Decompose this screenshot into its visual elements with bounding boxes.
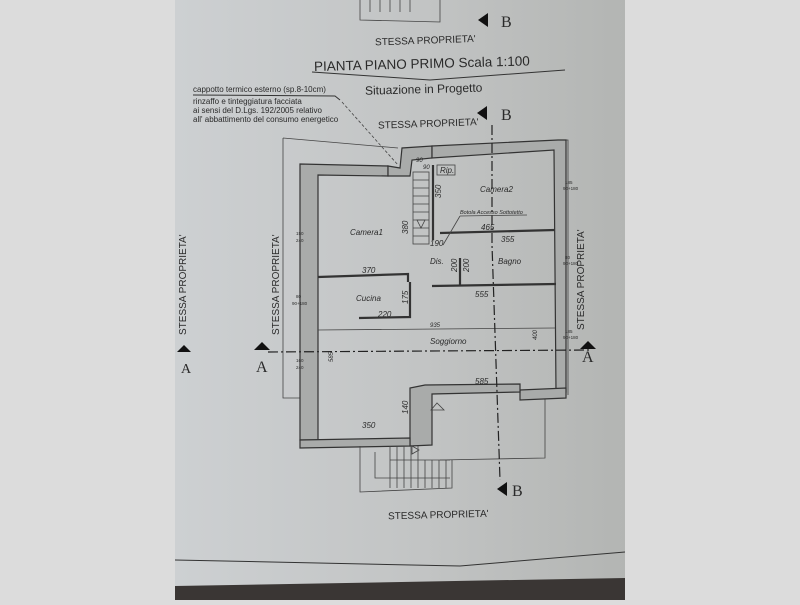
section-b-label-top: B — [501, 14, 512, 31]
window-label: 90+180 — [563, 186, 579, 191]
dimension-label: 355 — [501, 235, 515, 244]
note-line: cappotto termico esterno (sp.8-10cm) — [193, 85, 326, 94]
neighbor-label-west: STESSA PROPRIETA' — [271, 234, 282, 335]
room-label-bagno: Bagno — [498, 257, 522, 266]
section-a-label-left: A — [256, 359, 268, 376]
dimension-label: 90 — [423, 165, 430, 171]
dimension-label: 175 — [401, 290, 410, 304]
section-b-label-north: B — [501, 107, 512, 124]
window-label: 80 — [296, 294, 302, 299]
dimension-label: 380 — [401, 220, 410, 234]
floor-plan-drawing: STESSA PROPRIETA' B PIANTA PIANO PRIMO S… — [174, 0, 626, 600]
room-label-camera2: Camera2 — [480, 185, 513, 194]
paper-sheet — [175, 0, 625, 600]
dimension-label: 220 — [377, 310, 392, 319]
note-line: ai sensi del D.Lgs. 192/2005 relativo — [193, 106, 323, 115]
interior-walls — [317, 165, 557, 320]
section-a-label-far-left: A — [181, 362, 192, 377]
note-line: rinzaffo e tinteggiatura facciata — [193, 97, 302, 106]
dimension-label: 555 — [475, 290, 489, 299]
dimension-label: 400 — [533, 329, 539, 340]
neighbor-label-top: STESSA PROPRIETA' — [375, 34, 476, 49]
facade-notes: cappotto termico esterno (sp.8-10cm) rin… — [192, 85, 399, 166]
note-line: all' abbattimento del consumo energetico — [193, 115, 339, 124]
window-label: 185 — [565, 329, 573, 334]
title-underline — [311, 69, 566, 81]
top-stair-fragment — [359, 0, 441, 23]
rip-box — [436, 164, 456, 176]
section-a-arrow-left — [254, 342, 270, 350]
room-label-soggiorno: Soggiorno — [430, 337, 467, 346]
stairs — [412, 171, 430, 245]
dimension-label: 935 — [430, 323, 441, 329]
dimension-label: 585 — [329, 351, 335, 362]
room-label-cucina: Cucina — [356, 294, 381, 303]
section-b-arrow-north — [477, 106, 487, 120]
window-label: 240 — [296, 238, 304, 243]
section-a-label-right: A — [582, 349, 594, 366]
table-edge — [175, 578, 625, 600]
neighbor-label-far-west: STESSA PROPRIETA' — [178, 234, 189, 335]
plan-subtitle: Situazione in Progetto — [365, 81, 483, 98]
dimension-label: 90 — [416, 158, 423, 164]
window-annotations: 150 240 80 90+180 160 240 185 90+180 80 … — [292, 180, 579, 370]
section-b-arrow-bottom — [497, 482, 507, 496]
dimensions: 350 380 190 465 355 200 200 370 555 175 … — [329, 158, 539, 430]
window-label: 150 — [296, 231, 304, 236]
lot-boundary — [282, 137, 569, 461]
dimension-label: 585 — [475, 377, 489, 386]
section-a-arrow-right — [580, 341, 596, 349]
dimension-label: 465 — [481, 223, 495, 232]
dimension-label: 350 — [434, 184, 443, 198]
floor-plan-photo: STESSA PROPRIETA' B PIANTA PIANO PRIMO S… — [174, 0, 626, 600]
neighbor-label-south: STESSA PROPRIETA' — [388, 509, 489, 523]
dimension-label: 350 — [362, 421, 376, 430]
section-b-label-bottom: B — [512, 483, 523, 500]
section-a-arrow-far-left — [177, 345, 191, 352]
neighbor-label-east: STESSA PROPRIETA' — [576, 229, 587, 330]
dimension-label: 140 — [401, 400, 410, 414]
room-label-rip: Rip. — [440, 166, 454, 175]
section-line-b — [491, 125, 501, 481]
window-label: 160 — [296, 358, 304, 363]
window-label: 90+180 — [563, 335, 579, 340]
window-label: 185 — [565, 180, 573, 185]
dimension-label: 200 — [450, 258, 459, 273]
exterior-walls — [299, 139, 567, 449]
plan-title: PIANTA PIANO PRIMO Scala 1:100 — [314, 53, 530, 74]
external-stairs — [359, 402, 453, 493]
dimension-label: 190 — [430, 239, 444, 248]
window-label: 90+180 — [563, 261, 579, 266]
room-label-camera1: Camera1 — [350, 228, 383, 237]
sheet-border-line — [174, 551, 626, 567]
dimension-label: 370 — [362, 266, 376, 275]
section-b-arrow-top — [478, 13, 488, 27]
window-label: 80 — [565, 255, 571, 260]
window-label: 240 — [296, 365, 304, 370]
hatch-label-botola: Botola Accesso Sottotetto — [460, 210, 523, 216]
window-label: 90+180 — [292, 301, 308, 306]
dimension-line-935 — [317, 327, 556, 331]
neighbor-label-north: STESSA PROPRIETA' — [378, 117, 479, 132]
dimension-label: 200 — [462, 258, 471, 273]
entrance-arrow-icon — [430, 402, 445, 411]
room-label-dis: Dis. — [430, 257, 444, 266]
